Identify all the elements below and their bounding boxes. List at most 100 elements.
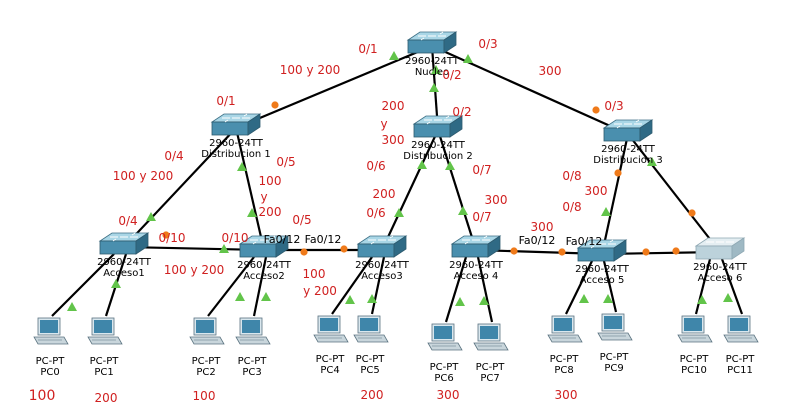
switch-model: 2960-24TT [237, 260, 292, 271]
switch-model: 2960-24TT [209, 138, 264, 149]
pc-type: PC-PT [192, 356, 222, 367]
link-pc0 [51, 253, 115, 317]
switch-icon [451, 235, 501, 258]
link-pc8 [565, 260, 593, 315]
pc-type: PC-PT [238, 356, 268, 367]
link-markers [67, 51, 733, 311]
annotation-a1-p04: 0/4 [118, 214, 137, 228]
annotation-a3-fa012: Fa0/12 [305, 233, 342, 246]
pc-icon [353, 315, 389, 343]
link-up-marker [601, 207, 611, 216]
switch-name: Acceso2 [243, 271, 285, 282]
annotation-d2-p07b: 0/7 [472, 210, 491, 224]
annotation-d3-p08a: 0/8 [562, 169, 581, 183]
switch-model: 2960-24TT [693, 262, 748, 273]
link-up-marker [455, 297, 465, 306]
pc-vlan: 300 [437, 388, 460, 402]
switch-model: 2960-24TT [601, 144, 656, 155]
switch-model: 2960-24TT [411, 140, 466, 151]
annotation-d2-vlans-1: 200 [382, 99, 405, 113]
annotation-a2-a3-vlans-1: 100 [303, 267, 326, 281]
link-nucleo-dist1 [235, 44, 433, 130]
switch-icon [211, 113, 261, 136]
switch-model: 2960-24TT [97, 257, 152, 268]
link-pc2 [207, 256, 255, 317]
link-up-marker [458, 206, 468, 215]
blocked-port-marker [510, 247, 518, 255]
pc-icon [33, 317, 69, 345]
annotation-d1-a1-vlans: 100 y 200 [113, 169, 174, 183]
switch-model: 2960-24TT [449, 260, 504, 271]
pc-name: PC11 [727, 365, 753, 376]
pc-type: PC-PT [316, 354, 346, 365]
annotation-a4-fa012: Fa0/12 [519, 234, 556, 247]
blocked-port-marker [300, 248, 308, 256]
annotation-a1-a2-vlans: 100 y 200 [164, 263, 225, 277]
switch-name: Acceso 5 [580, 275, 625, 286]
link-dist3-acc6 [627, 133, 721, 253]
link-up-marker [445, 161, 455, 170]
link-up-marker [111, 279, 121, 288]
link-up-marker [394, 208, 404, 217]
switch-icon [413, 115, 463, 138]
link-dist3-acc5 [600, 133, 630, 255]
pc-vlan: 100 [193, 389, 216, 403]
annotation-d3-p08b: 0/8 [562, 200, 581, 214]
annotation-d2-p06a: 0/6 [366, 159, 385, 173]
annotation-d2-vlans-y: y [380, 117, 387, 131]
annotation-d3-a5-vlans: 300 [585, 184, 608, 198]
pc-icon [189, 317, 225, 345]
switch-icon [357, 235, 407, 258]
blocked-port-marker [592, 106, 600, 114]
annotation-d3-p03: 0/3 [604, 99, 623, 113]
link-up-marker [389, 51, 399, 60]
annotation-a2-p05: 0/5 [292, 213, 311, 227]
annotation-a2-p010: 0/10 [222, 231, 249, 245]
annotation-a2-fa012: Fa0/12 [264, 233, 301, 246]
annotation-d1-a2-vlans-1: 100 [259, 174, 282, 188]
pc-icon [723, 315, 759, 343]
switch-name: Acceso 4 [454, 271, 499, 282]
annotation-d2-a3-vlans: 200 [373, 187, 396, 201]
pc-type: PC-PT [90, 356, 120, 367]
pc-name: PC6 [434, 373, 453, 384]
pc-icon [473, 323, 509, 351]
annotation-d1-a2-vlans-2: 200 [259, 205, 282, 219]
switch-icon [99, 232, 149, 255]
annotation-d1-p01: 0/1 [216, 94, 235, 108]
switch-name: Acceso3 [361, 271, 403, 282]
link-pc9 [602, 260, 618, 313]
link-up-marker [463, 54, 473, 63]
pc-name: PC4 [320, 365, 339, 376]
pc-type: PC-PT [550, 354, 580, 365]
link-up-marker [697, 295, 707, 304]
annotation-d1-p05: 0/5 [276, 155, 295, 169]
link-dist2-acc3 [381, 129, 439, 251]
blocked-port-marker [688, 209, 696, 217]
switch-model: 2960-24TT [575, 264, 630, 275]
pc-type: PC-PT [600, 352, 630, 363]
